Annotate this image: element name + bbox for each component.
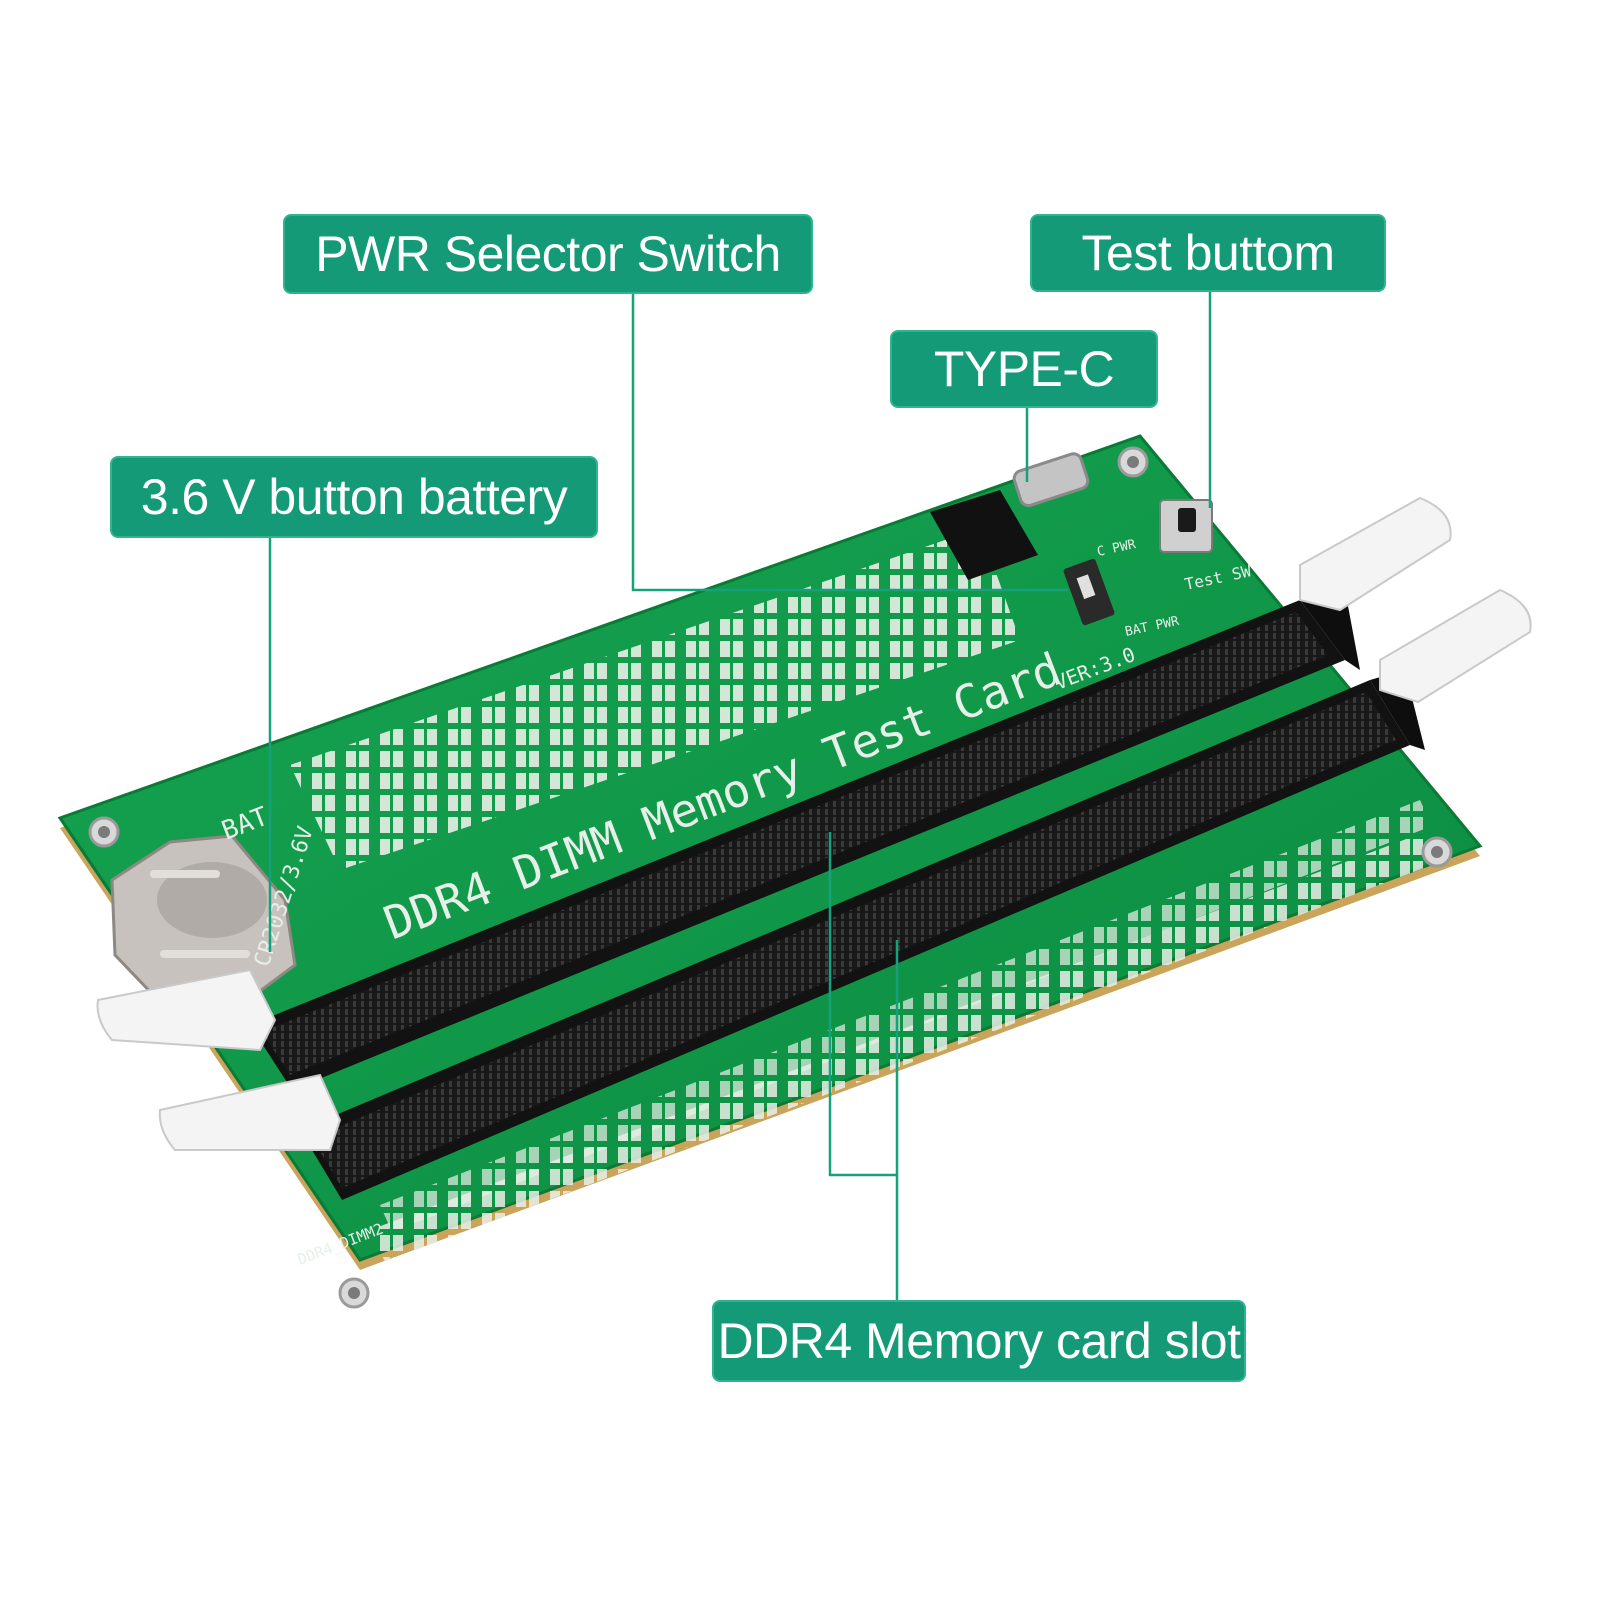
callout-battery-text: 3.6 V button battery <box>140 469 568 525</box>
led-strip-lower <box>370 800 1445 1262</box>
callout-type-c: TYPE-C <box>890 330 1158 408</box>
led-matrix-upper <box>290 528 1020 870</box>
callout-battery: 3.6 V button battery <box>110 456 598 538</box>
callout-memory-slot: DDR4 Memory card slot <box>712 1300 1246 1382</box>
battery-holder <box>110 834 297 1004</box>
callout-test-button-text: Test buttom <box>1081 225 1335 281</box>
ddr4-slot-1 <box>250 590 1360 1090</box>
mounting-holes <box>88 446 1453 1309</box>
power-components <box>930 452 1213 626</box>
callout-pwr-selector: PWR Selector Switch <box>283 214 813 294</box>
callout-pwr-selector-text: PWR Selector Switch <box>315 226 781 282</box>
leader-pwr-selector <box>631 292 1068 592</box>
callout-memory-slot-text: DDR4 Memory card slot <box>717 1313 1241 1369</box>
callout-test-button: Test buttom <box>1030 214 1386 292</box>
leader-memory-slot <box>828 832 899 1305</box>
callout-type-c-text: TYPE-C <box>933 341 1115 397</box>
slot-latches <box>96 496 1532 1151</box>
leader-lines <box>268 290 1212 1305</box>
